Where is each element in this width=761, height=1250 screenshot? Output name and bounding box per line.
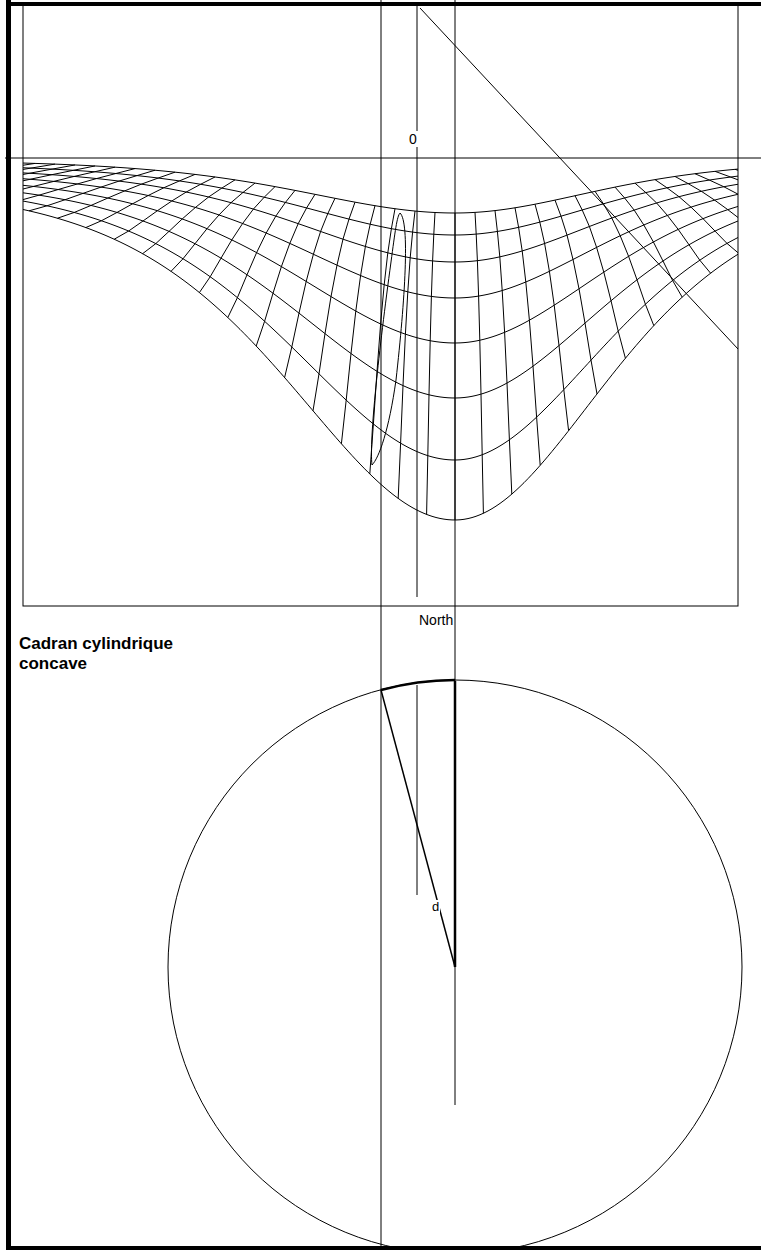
hour-line	[515, 208, 540, 466]
dial-arc	[381, 680, 455, 690]
hour-line	[398, 211, 415, 498]
analemma-loop	[371, 213, 405, 465]
date-curve	[23, 167, 738, 235]
angle-label: d	[431, 900, 440, 915]
hour-line	[285, 198, 335, 377]
hour-line	[171, 183, 255, 271]
hour-line	[735, 169, 738, 208]
hour-line	[595, 191, 654, 325]
hour-line	[455, 213, 456, 520]
hour-grid	[23, 161, 738, 520]
direction-label: North	[418, 612, 454, 628]
hour-line	[575, 196, 625, 359]
hour-line	[23, 169, 135, 205]
cylinder-section	[168, 680, 742, 1250]
page-border	[6, 1246, 761, 1250]
hour-line	[256, 194, 315, 346]
diagram-title: Cadran cylindrique concave	[19, 634, 194, 675]
style-line	[417, 5, 418, 597]
hour-line	[427, 212, 435, 514]
gnomon-line	[417, 685, 418, 895]
label-holder: North	[418, 612, 454, 628]
meridian-line	[455, 0, 456, 1105]
hour-line	[475, 212, 483, 513]
label-holder: 0	[408, 131, 418, 147]
hour-line	[23, 166, 95, 197]
hour-line	[370, 209, 395, 474]
hour-line	[635, 183, 711, 273]
horizon-line	[5, 158, 761, 159]
hour-line	[143, 180, 235, 254]
title-holder: Cadran cylindrique concave	[19, 634, 194, 675]
hour-line	[114, 177, 215, 239]
hour-line	[695, 174, 738, 226]
radius-line	[454, 681, 457, 967]
date-curve	[23, 177, 738, 298]
hour-line	[199, 187, 275, 293]
hour-line	[615, 187, 682, 297]
page-border	[6, 0, 11, 1250]
hour-line	[675, 176, 738, 237]
label-holder: d	[431, 900, 440, 915]
page-border	[6, 2, 761, 6]
hour-line	[715, 171, 738, 215]
date-curve	[23, 205, 738, 520]
hour-line	[655, 180, 738, 254]
hour-line	[341, 206, 375, 444]
date-curve	[23, 190, 738, 398]
hour-line	[228, 190, 295, 317]
origin-label: 0	[408, 131, 418, 147]
hour-line	[86, 174, 195, 227]
reference-line	[381, 0, 382, 1250]
declination-line	[381, 690, 455, 967]
hour-line	[495, 211, 512, 494]
hour-line	[535, 204, 569, 430]
